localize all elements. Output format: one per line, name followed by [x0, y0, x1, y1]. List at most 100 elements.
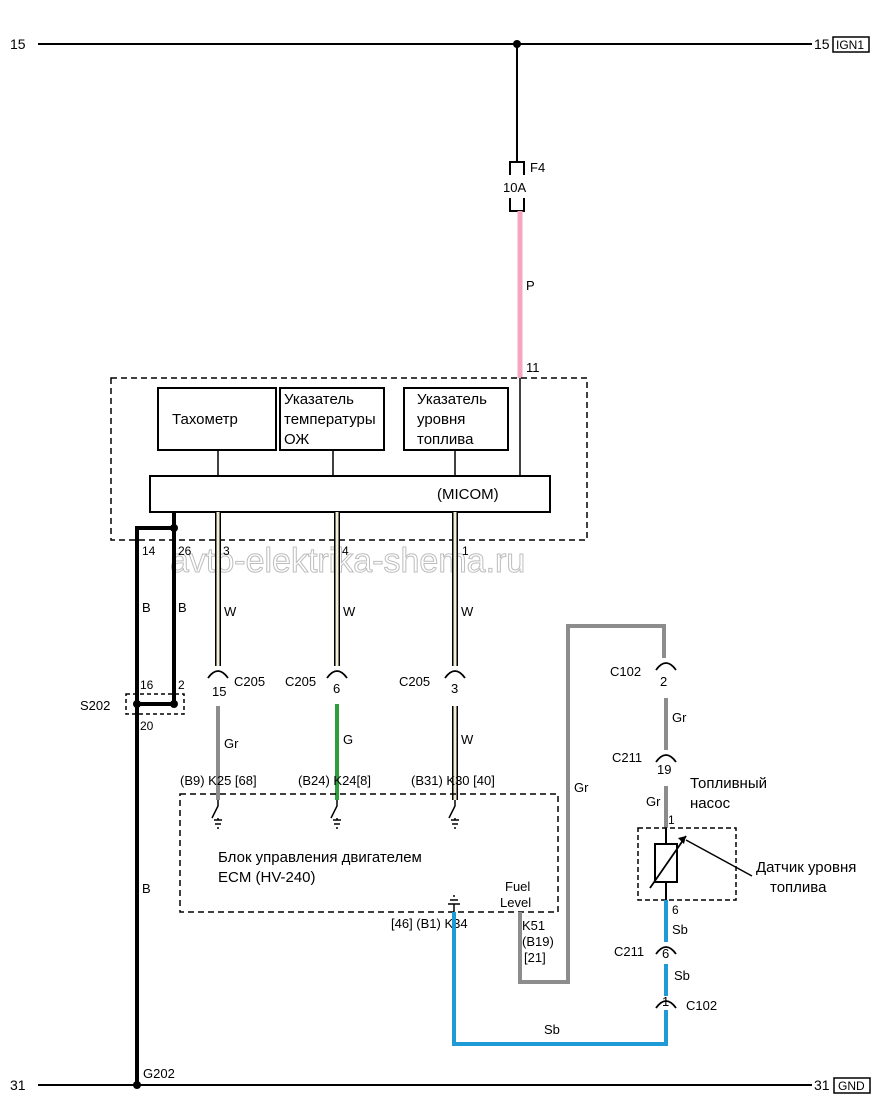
ecm-ground-symbols — [211, 800, 460, 912]
ecm-title-1: Блок управления двигателем — [218, 849, 422, 866]
fuel-level-label-2: Level — [500, 895, 531, 910]
gray-wire-label-1: Gr — [224, 736, 239, 751]
connector-c205-b — [326, 670, 348, 679]
blue-wire-label-3: Sb — [544, 1022, 560, 1037]
c211-top-name: C211 — [612, 750, 642, 765]
pink-wire-label: P — [526, 278, 535, 293]
c211-top-pin: 19 — [657, 762, 671, 777]
connector-c102-bottom — [655, 1000, 677, 1009]
connector-c205-c — [444, 670, 466, 679]
connector-c102-top — [655, 662, 677, 671]
splice-s202-box — [125, 693, 185, 715]
watermark: avto-elektrika-shema.ru — [170, 542, 525, 580]
cluster-pin-26: 26 — [178, 544, 192, 558]
c102-bot-pin: 1 — [662, 994, 669, 1009]
c205-b-name: C205 — [285, 674, 316, 689]
gray-wire-2 — [518, 624, 666, 984]
c102-bot-name: C102 — [686, 998, 717, 1013]
c205-a-name: C205 — [234, 674, 265, 689]
ign1-tag: IGN1 — [836, 38, 864, 52]
fuse-name: F4 — [530, 160, 545, 175]
c205-c-pin: 3 — [451, 681, 458, 696]
top-rail-right-label: 15 — [814, 36, 830, 52]
ecm-pin-k51-2: (B19) — [522, 934, 554, 949]
gnd-tag: GND — [838, 1079, 865, 1093]
cluster-pin-1: 1 — [462, 544, 469, 558]
white-wires — [215, 512, 458, 800]
temp-gauge-label-3: ОЖ — [284, 431, 309, 448]
fuel-gauge-box — [403, 387, 509, 451]
gray-wire-label-4: Gr — [646, 794, 661, 809]
white-wire-label-1: W — [224, 604, 237, 619]
blue-wire-label-1: Sb — [672, 922, 688, 937]
c205-b-pin: 6 — [333, 681, 340, 696]
top-rail-left-label: 15 — [10, 36, 26, 52]
black-wire-label-2: B — [178, 600, 187, 615]
blue-wire-label-2: Sb — [674, 968, 690, 983]
ground-g202-label: G202 — [143, 1066, 175, 1081]
c205-a-pin: 15 — [212, 684, 226, 699]
pump-pin-1: 1 — [668, 813, 675, 827]
temp-gauge-box — [279, 387, 385, 451]
cluster-pin-3: 3 — [223, 544, 230, 558]
fuel-gauge-label-3: топлива — [417, 431, 474, 448]
fuse-f4: F4 10A — [503, 44, 545, 212]
top-power-rail: 15 15 IGN1 — [10, 36, 870, 53]
gray-wire-label-3: Gr — [672, 710, 687, 725]
fuel-level-label-1: Fuel — [505, 879, 530, 894]
ecm-pin-a: (B9) K25 [68] — [180, 773, 257, 788]
splice-pin-20: 20 — [140, 719, 154, 733]
ecm-pin-k51-3: [21] — [524, 950, 546, 965]
c102-top-pin: 2 — [660, 674, 667, 689]
bottom-rail-left-label: 31 — [10, 1077, 26, 1093]
sensor-pointer-line — [685, 839, 753, 877]
gray-wire-label-2: Gr — [574, 780, 589, 795]
temp-gauge-label-1: Указатель — [284, 391, 354, 408]
connector-c205-a — [207, 670, 229, 679]
ecm-pin-k51-1: K51 — [522, 918, 545, 933]
white-wire-label-2: W — [343, 604, 356, 619]
bottom-rail-right-label: 31 — [814, 1077, 830, 1093]
micom-box — [149, 475, 551, 513]
ecm-title-2: ECM (HV-240) — [218, 869, 316, 886]
black-wire-label-3: B — [142, 881, 151, 896]
cluster-pin-14: 14 — [142, 544, 156, 558]
instrument-cluster-box — [110, 377, 588, 541]
blue-wire-3 — [452, 912, 668, 1046]
cluster-pin-11: 11 — [526, 360, 540, 375]
pump-pin-6: 6 — [672, 903, 679, 917]
splice-name: S202 — [80, 698, 110, 713]
splice-pin-2: 2 — [178, 678, 185, 692]
sensor-label-2: топлива — [770, 879, 827, 896]
pump-title-1: Топливный — [690, 775, 767, 792]
green-wire-label: G — [343, 732, 353, 747]
fuel-gauge-label-2: уровня — [417, 411, 465, 428]
c102-top-name: C102 — [610, 664, 641, 679]
black-wire-label-1: B — [142, 600, 151, 615]
c211-bot-pin: 6 — [662, 946, 669, 961]
black-wires — [133, 512, 178, 1089]
micom-label: (MICOM) — [437, 486, 499, 503]
fuse-rating: 10A — [503, 180, 526, 195]
bottom-ground-rail: 31 31 GND — [10, 1077, 871, 1094]
connector-c211-top — [655, 754, 677, 763]
pump-title-2: насос — [690, 795, 731, 812]
temp-gauge-label-2: температуры — [284, 411, 376, 428]
fuel-gauge-label-1: Указатель — [417, 391, 487, 408]
sensor-label-1: Датчик уровня — [756, 859, 856, 876]
tachometer-label: Тахометр — [172, 411, 238, 428]
ecm-pin-b: (B24) K24[8] — [298, 773, 371, 788]
splice-pin-16: 16 — [140, 678, 154, 692]
fuel-pump-box — [637, 827, 737, 901]
connector-c211-bottom — [655, 946, 677, 955]
variable-resistor-symbol — [649, 828, 687, 900]
cluster-pin-4: 4 — [342, 544, 349, 558]
ecm-pin-c: (B31) K30 [40] — [411, 773, 495, 788]
ecm-pin-ground: [46] (B1) K34 — [391, 916, 468, 931]
white-wire-label-3: W — [461, 604, 474, 619]
c211-bot-name: C211 — [614, 944, 644, 959]
white-wire-label-4: W — [461, 732, 474, 747]
ecm-box — [179, 793, 559, 913]
c205-c-name: C205 — [399, 674, 430, 689]
